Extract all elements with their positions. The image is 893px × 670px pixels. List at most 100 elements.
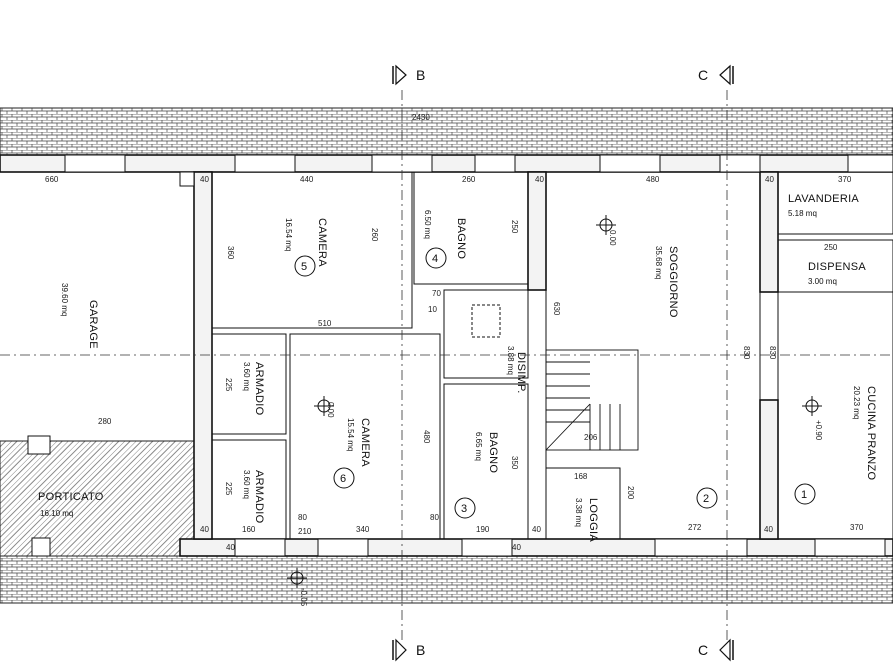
pillar: [31, 537, 51, 557]
room-area-camera: 16.54 mq: [284, 218, 293, 251]
room-area-armadio: 3.60 mq: [242, 470, 251, 499]
dimension-label: 370: [838, 175, 852, 184]
room-area-camera: 15.54 mq: [346, 418, 355, 451]
room-number: 5: [301, 261, 307, 273]
dimension-label: 225: [224, 378, 233, 392]
room-loggia: [545, 467, 621, 540]
section-label-b: B: [416, 67, 425, 83]
windows-bottom: [234, 538, 886, 557]
room-name-camera: CAMERA: [359, 418, 371, 467]
room-area-porticato: 16.10 mq: [40, 509, 73, 518]
room-name-disimp: DISIMP.: [515, 352, 527, 394]
wall-dimension: 80: [430, 513, 439, 522]
room-camera-6: [289, 333, 441, 540]
windows-top: [64, 154, 893, 173]
wall-dimension: 10: [428, 305, 437, 314]
dimension-label: 225: [224, 482, 233, 496]
room-number-circle: [454, 497, 476, 519]
room-armadio-2: [211, 439, 287, 540]
room-area-bagno: 6.50 mq: [423, 210, 432, 239]
room-area-soggiorno: 35.68 mq: [654, 246, 663, 279]
room-number: 6: [340, 473, 346, 485]
room-name-lavanderia: LAVANDERIA: [788, 193, 859, 205]
room-area-lavanderia: 5.18 mq: [788, 209, 817, 218]
level-marker: [314, 396, 334, 416]
room-number: 3: [461, 503, 467, 515]
room-number: 2: [703, 493, 709, 505]
wall-dimension: 40: [765, 175, 774, 184]
wall-dimension: 40: [200, 525, 209, 534]
overall-dimension: 2430: [412, 113, 430, 122]
wall-mid-top: [527, 171, 547, 291]
room-name-dispensa: DISPENSA: [808, 261, 866, 273]
dimension-label: 168: [574, 472, 588, 481]
dimension-label: 250: [824, 243, 838, 252]
room-name-soggiorno: SOGGIORNO: [667, 246, 679, 318]
section-label-b: B: [416, 642, 425, 658]
wall-dimension: 260: [370, 228, 379, 242]
room-soggiorno: [545, 171, 761, 540]
wall-dimension: 80: [298, 513, 307, 522]
section-marker-b-top: B: [392, 64, 425, 86]
dimension-label: 206: [584, 433, 598, 442]
dimension-label: 630: [552, 302, 561, 316]
room-name-loggia: LOGGIA: [587, 498, 599, 542]
room-armadio-1: [211, 333, 287, 435]
dimension-label: 830: [742, 346, 751, 360]
wall-right-bottom: [759, 399, 779, 540]
dimension-label: 480: [646, 175, 660, 184]
section-marker-c-top: C: [698, 64, 734, 86]
level-marker: [596, 215, 616, 235]
dimension-label: 260: [462, 175, 476, 184]
dimension-label: 360: [226, 246, 235, 260]
room-number: 1: [801, 489, 807, 501]
room-bagno-3: [443, 383, 529, 540]
level-value: 0.00: [608, 230, 617, 246]
room-area-garage: 39.60 mq: [60, 283, 69, 316]
room-number-circle: [696, 487, 718, 509]
wall-dimension: 40: [535, 175, 544, 184]
level-marker: [287, 568, 307, 588]
wall-dimension: 210: [298, 527, 312, 536]
level-value: 0.00: [326, 402, 335, 418]
room-name-garage: GARAGE: [87, 300, 99, 349]
dimension-label: 830: [768, 346, 777, 360]
room-number-circle: [425, 247, 447, 269]
wall-dimension: 70: [432, 289, 441, 298]
paving-bottom: [0, 555, 893, 604]
room-name-bagno: BAGNO: [455, 218, 467, 259]
level-value: -0.05: [299, 588, 308, 607]
dimension-label: 480: [422, 430, 431, 444]
room-camera-5: [211, 171, 413, 329]
wall-dimension: 40: [532, 525, 541, 534]
pillar: [27, 435, 51, 455]
room-area-armadio: 3.60 mq: [242, 362, 251, 391]
section-marker-c-bottom: C: [698, 638, 734, 662]
room-cucina: [777, 291, 893, 540]
level-value: +0.90: [814, 420, 823, 441]
room-area-cucina: 20.23 mq: [852, 386, 861, 419]
room-number-circle: [333, 467, 355, 489]
room-name-cucina: CUCINA PRANZO: [865, 386, 877, 480]
section-marker-b-bottom: B: [392, 638, 425, 662]
room-area-disimp: 3.88 mq: [506, 346, 515, 375]
dimension-label: 200: [626, 486, 635, 500]
wall-dimension: 40: [764, 525, 773, 534]
pillar: [179, 171, 195, 187]
wall-dimension: 40: [200, 175, 209, 184]
level-marker: [802, 396, 822, 416]
dimension-label: 160: [242, 525, 256, 534]
paving-top: [0, 107, 893, 156]
room-name-porticato: PORTICATO: [38, 491, 104, 503]
dimension-label: 370: [850, 523, 864, 532]
porch-floor: [0, 440, 195, 557]
dimension-label: 350: [510, 456, 519, 470]
room-number-circle: [794, 483, 816, 505]
room-area-bagno: 6.65 mq: [474, 432, 483, 461]
room-name-camera: CAMERA: [316, 218, 328, 267]
dimension-label: 272: [688, 523, 702, 532]
dimension-label: 190: [476, 525, 490, 534]
room-number: 4: [432, 253, 438, 265]
room-lavanderia: [777, 171, 893, 235]
room-area-dispensa: 3.00 mq: [808, 277, 837, 286]
